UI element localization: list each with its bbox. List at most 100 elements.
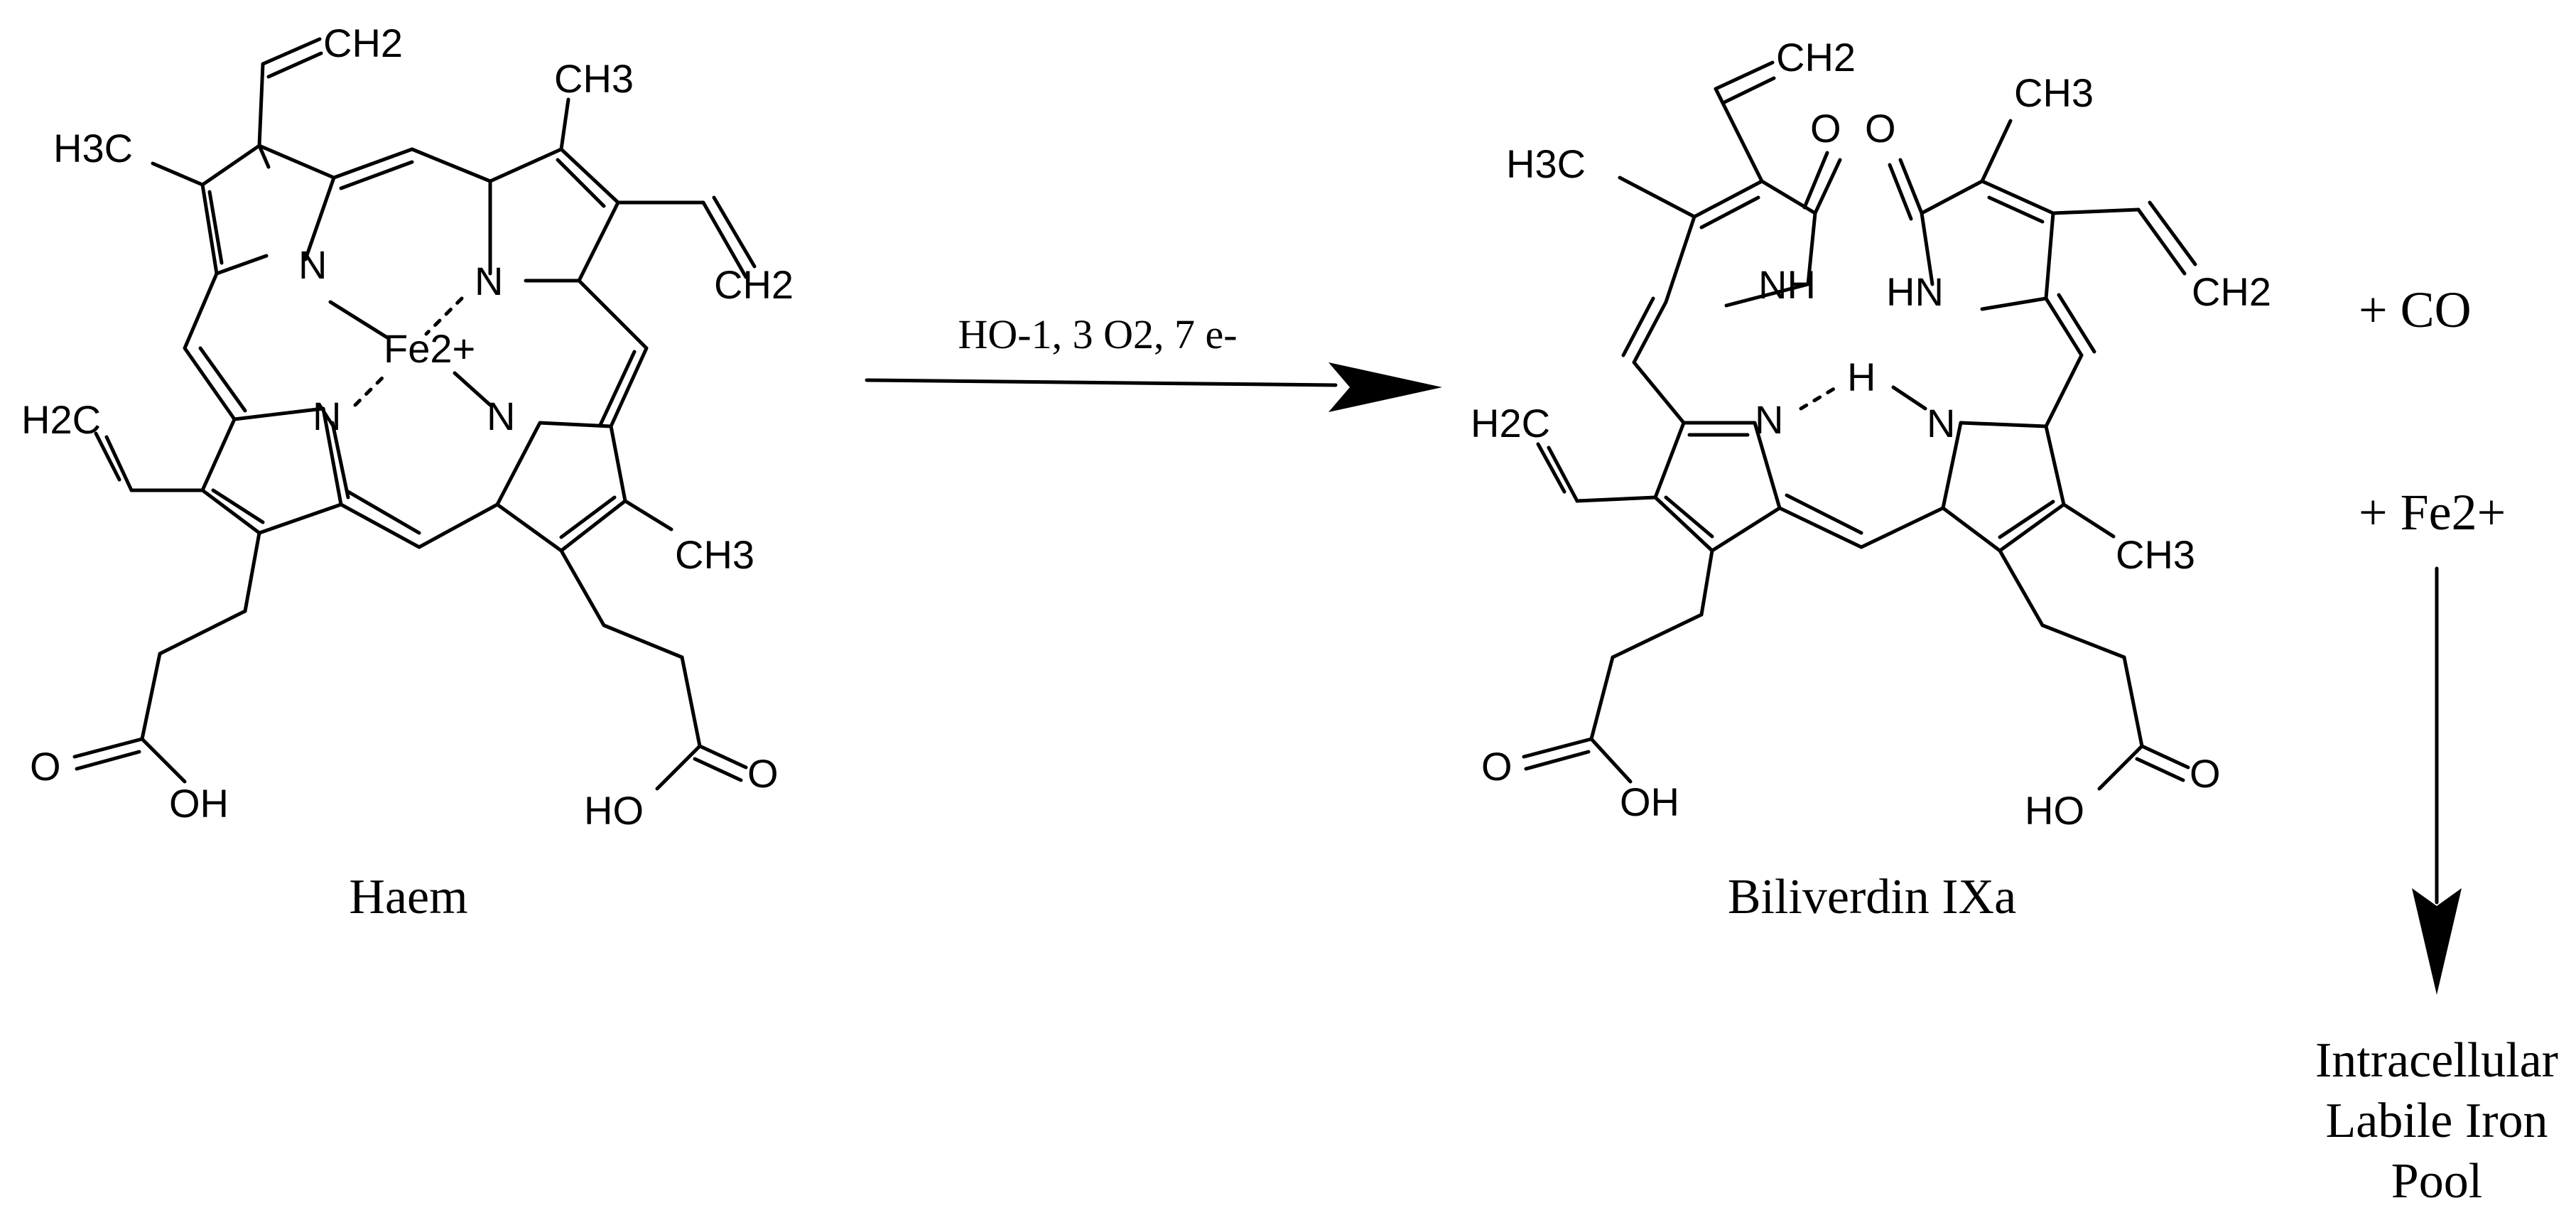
- bv-keto2-label: O: [1865, 106, 1896, 151]
- haem-pyrrole-c: [72, 406, 350, 784]
- bv-acid1-o-label: O: [1481, 744, 1512, 789]
- bv-bond: [2136, 207, 2187, 276]
- bv-bond: [1618, 176, 1696, 219]
- bv-bond: [1547, 446, 1579, 503]
- haem-vinyl1-label: CH2: [323, 21, 403, 65]
- haem-bond: [140, 652, 162, 741]
- bv-bond: [2140, 744, 2190, 770]
- haem-ring-c-bonds: [200, 406, 343, 535]
- haem-meso-top: [332, 147, 492, 183]
- bv-methyl1-label: H3C: [1506, 141, 1586, 186]
- haem-bond: [140, 737, 187, 784]
- bv-bond: [1813, 158, 1842, 215]
- bv-ring-d-bonds: [1941, 421, 2066, 553]
- haem-ring-a-bonds: [200, 144, 336, 276]
- haem-bond: [623, 499, 673, 531]
- bv-bond: [1522, 737, 1593, 759]
- bv-bond: [1980, 119, 2013, 183]
- haem-bond: [339, 160, 414, 190]
- haem-bond: [559, 549, 606, 627]
- bv-bond: [1699, 549, 1714, 617]
- haem-ring-b-bonds: [488, 147, 620, 283]
- bv-acid2-o-label: O: [2190, 751, 2221, 796]
- bv-bond: [2062, 502, 2116, 539]
- haem-bond: [104, 435, 134, 492]
- bv-bond: [2097, 744, 2144, 791]
- biliverdin-ring-d: [1941, 421, 2190, 791]
- haem-vinyl3-label: H2C: [21, 397, 101, 442]
- bv-acid2-ho-label: HO: [2025, 788, 2084, 833]
- bv-vinyl1-label: CH2: [1776, 35, 1856, 80]
- bv-bond: [2122, 655, 2144, 748]
- reaction-conditions: HO-1, 3 O2, 7 e-: [958, 311, 1237, 357]
- bv-keto1-label: O: [1810, 106, 1841, 151]
- haem-bond: [701, 200, 748, 279]
- bv-bond: [1575, 495, 1657, 503]
- haem-acid1-oh-label: OH: [169, 781, 229, 826]
- haem-n4-label: N: [487, 394, 515, 438]
- bv-bond: [1714, 60, 1775, 91]
- biliverdin-structure: CH2 H3C O O CH3 CH2 NH HN H2C N H N CH3 …: [1471, 35, 2271, 924]
- haem-bond: [559, 495, 617, 539]
- bv-hydrogen-bond: [1799, 385, 1839, 411]
- haem-bond: [207, 190, 224, 265]
- haem-n3-label: N: [313, 394, 341, 438]
- haem-bond: [559, 97, 570, 151]
- bv-bond: [1987, 195, 2045, 224]
- bv-nh1-label: NH: [1758, 262, 1816, 307]
- bv-n3-label: N: [1755, 397, 1783, 442]
- haem-structure: CH2 H3C CH3 CH2 H2C CH3 N N N N Fe2+ O O…: [21, 21, 794, 924]
- byproducts-group: + CO + Fe2+ Intracellular Labile Iron Po…: [2315, 281, 2558, 1209]
- bv-bond: [1998, 500, 2055, 539]
- biliverdin-ring-b: [1888, 119, 2197, 311]
- haem-bond: [243, 531, 261, 613]
- bv-bond: [1536, 442, 1566, 494]
- reaction-arrow-group: HO-1, 3 O2, 7 e-: [865, 311, 1442, 412]
- haem-bond: [266, 51, 323, 79]
- bv-meso-left: [1632, 300, 1686, 425]
- haem-pyrrole-d: [495, 421, 748, 791]
- haem-bond: [257, 62, 265, 148]
- bv-bond: [1524, 750, 1591, 771]
- bv-ring-b-bonds: [1920, 179, 2055, 311]
- iron-byproduct: + Fe2+: [2359, 484, 2506, 541]
- haem-meso-right: [577, 279, 649, 428]
- haem-bond: [346, 490, 421, 535]
- bv-h-bridge-label: H: [1847, 355, 1876, 399]
- bv-bond: [2148, 200, 2197, 266]
- haem-bond: [556, 158, 606, 208]
- haem-acid1-o-label: O: [30, 744, 61, 789]
- bv-acid1-oh-label: OH: [1620, 779, 1679, 824]
- pool-line-2: Labile Iron: [2326, 1094, 2548, 1148]
- haem-acid2-ho-label: HO: [584, 788, 644, 833]
- haem-bond: [257, 144, 271, 169]
- haem-methyl3-label: CH3: [675, 532, 754, 577]
- biliverdin-ring-c: [1522, 421, 1782, 784]
- bv-ring-c-bonds: [1653, 421, 1782, 553]
- haem-bond: [712, 195, 757, 269]
- bv-n4-label: N: [1927, 401, 1955, 446]
- bv-nh-bond: [1891, 385, 1927, 411]
- haem-bond: [655, 744, 702, 791]
- haem-vinyl2-label: CH2: [714, 262, 794, 307]
- bv-methyl2-label: CH3: [2014, 70, 2094, 115]
- bv-bond: [2135, 757, 2185, 782]
- bv-bond: [1589, 737, 1633, 784]
- haem-bond: [72, 737, 144, 759]
- haem-caption: Haem: [349, 870, 467, 924]
- haem-methyl1-label: H3C: [53, 126, 133, 171]
- haem-n1-label: N: [298, 242, 327, 287]
- biliverdin-caption: Biliverdin IXa: [1728, 870, 2016, 924]
- haem-bond: [211, 488, 265, 524]
- bv-bond: [1589, 655, 1615, 741]
- haem-bond: [698, 744, 748, 770]
- bv-bond: [1802, 151, 1829, 210]
- haem-bond: [693, 757, 743, 782]
- haem-bond: [198, 346, 247, 413]
- fe-n-bond: [453, 371, 492, 407]
- bv-meso-right: [2044, 296, 2084, 428]
- bv-hn2-label: HN: [1886, 269, 1944, 314]
- bv-bond: [1699, 195, 1760, 230]
